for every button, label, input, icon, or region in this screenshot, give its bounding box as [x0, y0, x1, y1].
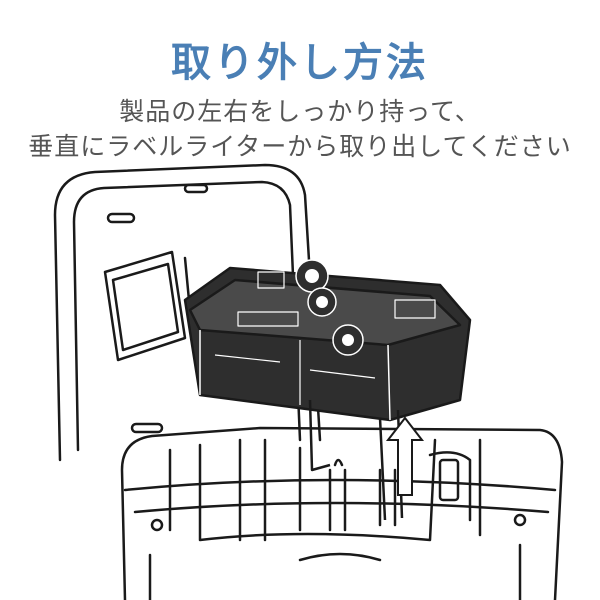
printer-lid [53, 163, 322, 462]
base-screw-right [513, 513, 527, 527]
lid-inner-edge [72, 180, 302, 452]
lid-slot-lower [130, 422, 164, 434]
arrow-up-icon [385, 416, 425, 496]
lid-slot-left [106, 212, 136, 224]
page-title: 取り外し方法 [171, 40, 429, 86]
instruction-line-1: 製品の左右をしっかり持って、 [119, 97, 481, 126]
label-writer-illustration [53, 163, 564, 600]
lid-slot-top [183, 183, 209, 194]
base-screw-left [150, 518, 164, 532]
tape-cassette [183, 259, 472, 422]
printer-base [120, 426, 564, 600]
instruction-line-2: 垂直にラベルライターから取り出してください [28, 132, 572, 161]
lid-window [103, 250, 187, 362]
